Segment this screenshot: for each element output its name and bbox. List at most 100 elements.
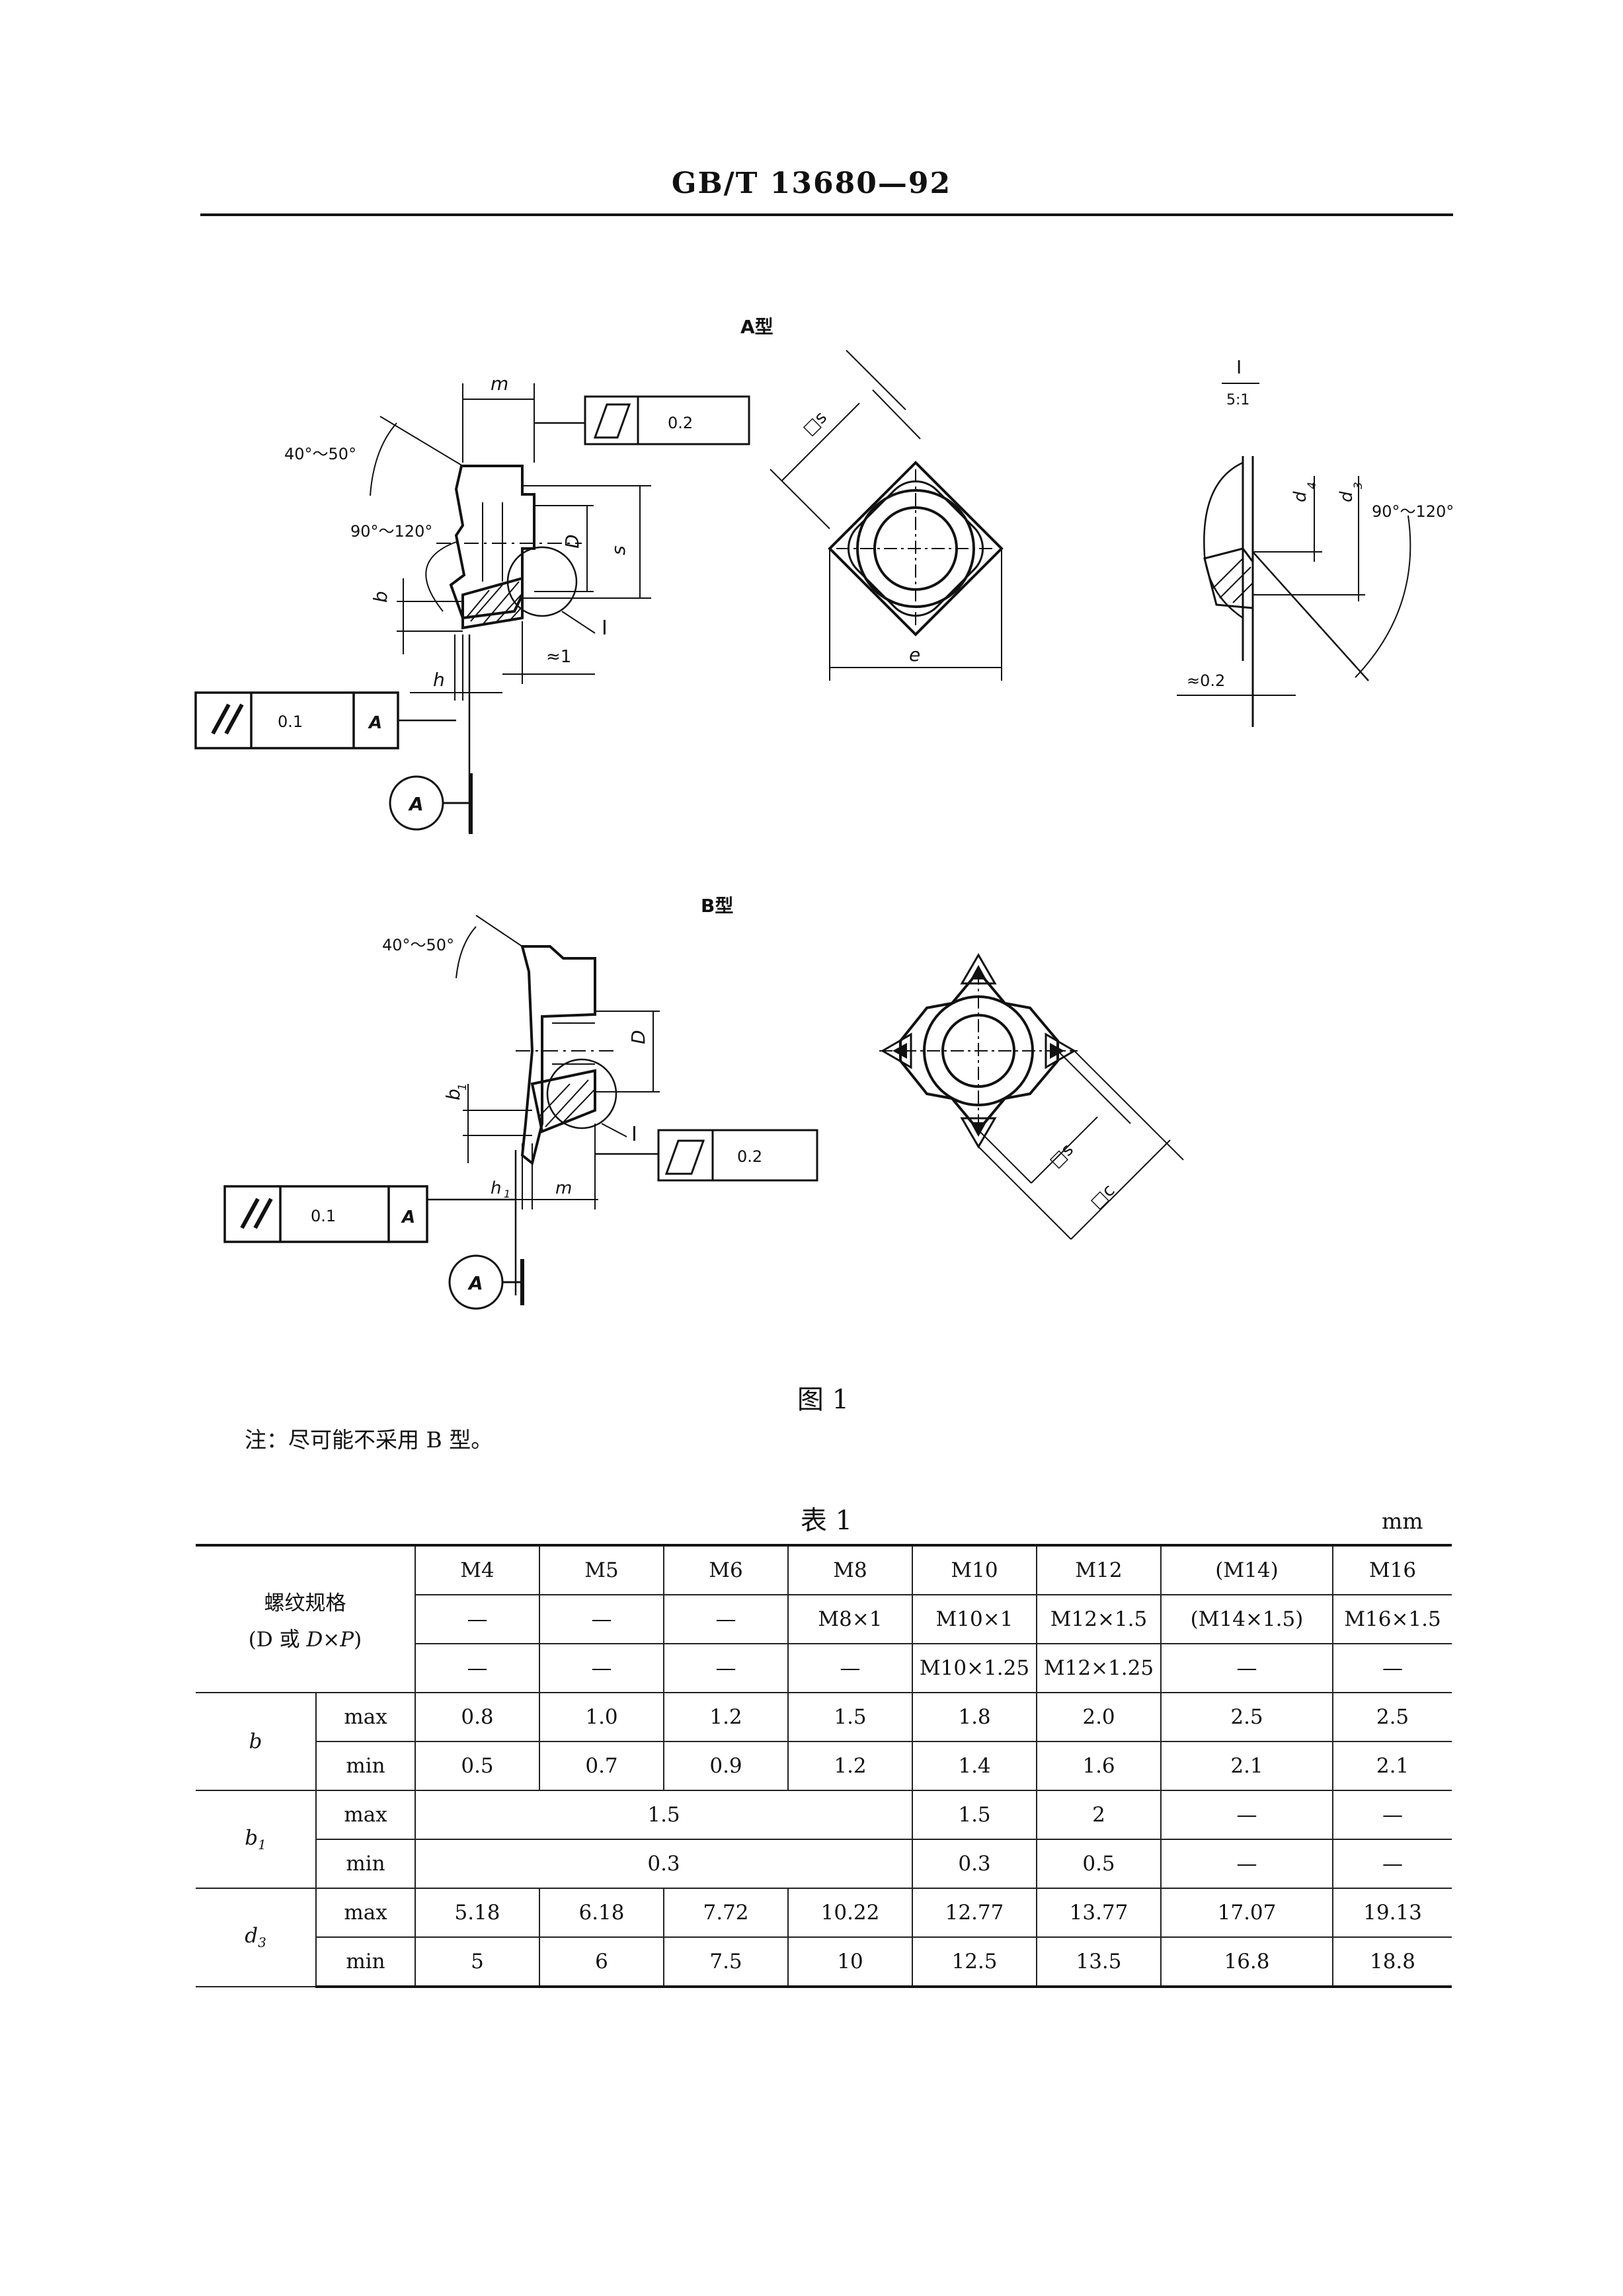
dim-b1: b xyxy=(442,1089,464,1100)
parallelism-frame-b xyxy=(223,1185,428,1243)
type-a-top-view: □s e xyxy=(770,350,1004,681)
table-cell: 1.5 xyxy=(912,1790,1037,1840)
dim-h1: h xyxy=(491,1178,501,1198)
table-cell: M16×1.5 xyxy=(1332,1594,1452,1644)
parallelism-symbol-icon xyxy=(211,703,231,735)
param-d3: d3 xyxy=(196,1888,317,1987)
table-cell: 17.07 xyxy=(1160,1888,1333,1938)
flatness-value-a: 0.2 xyxy=(668,414,693,432)
table-cell: 2.0 xyxy=(1036,1692,1162,1742)
flatness-symbol-b-icon xyxy=(664,1139,705,1175)
table-cell: 2.5 xyxy=(1160,1692,1333,1742)
figure-caption: 图 1 xyxy=(797,1385,850,1415)
angle-40-50-b: 40°～50° xyxy=(382,936,454,954)
dim-e-a: e xyxy=(909,644,920,666)
table-cell: M16 xyxy=(1332,1544,1452,1595)
table-cell: M12×1.25 xyxy=(1036,1643,1162,1693)
table-caption: 表 1 xyxy=(800,1506,853,1536)
table-cell: 0.7 xyxy=(539,1741,664,1791)
min-label: min xyxy=(315,1936,416,1988)
table-cell: M10 xyxy=(912,1544,1037,1595)
parallelism-symbol-b-icon xyxy=(240,1198,260,1229)
table-cell: 0.5 xyxy=(1036,1839,1162,1889)
spec-header: 螺纹规格 (D 或 D×P) xyxy=(196,1544,416,1693)
type-a-label: A型 xyxy=(740,316,773,338)
table-cell: M10×1.25 xyxy=(912,1643,1037,1693)
angle-40-50-a: 40°～50° xyxy=(284,445,356,463)
table-cell: M12×1.5 xyxy=(1036,1594,1162,1644)
detail-i-view: I 5:1 d 4 d 3 90°～120° ≈0.2 xyxy=(1177,356,1454,727)
table-row: — — — — M10×1.25 M12×1.25 — — xyxy=(196,1643,1452,1693)
table-cell: M12 xyxy=(1036,1544,1162,1595)
table-cell: 2.1 xyxy=(1332,1741,1452,1791)
table-row: b max 0.8 1.0 1.2 1.5 1.8 2.0 2.5 2.5 xyxy=(196,1692,1452,1791)
detail-i-callout: I xyxy=(602,617,608,640)
table-cell: 18.8 xyxy=(1332,1936,1452,1988)
max-label: max xyxy=(315,1888,416,1938)
table-cell: 7.72 xyxy=(663,1888,789,1938)
table-cell: 1.8 xyxy=(912,1692,1037,1742)
table-cell: 19.13 xyxy=(1332,1888,1452,1938)
datum-a-letter-b: A xyxy=(467,1272,483,1294)
table-cell: — xyxy=(415,1643,540,1693)
detail-i-callout-b: I xyxy=(631,1123,637,1146)
max-label: max xyxy=(315,1692,416,1742)
table-cell: 10 xyxy=(787,1936,913,1988)
angle-90-120-a: 90°～120° xyxy=(350,522,432,541)
flatness-value-b: 0.2 xyxy=(737,1147,762,1166)
dim-m-b: m xyxy=(555,1178,572,1198)
parallelism-datum-b: A xyxy=(401,1207,415,1227)
table-cell: 2 xyxy=(1036,1790,1162,1840)
dim-h1-sub: 1 xyxy=(504,1188,510,1200)
table-cell: M5 xyxy=(539,1544,664,1595)
table-cell: 0.9 xyxy=(663,1741,789,1791)
table-cell: — xyxy=(663,1643,789,1693)
table-cell: 1.2 xyxy=(787,1741,913,1791)
table-cell: 1.2 xyxy=(663,1692,789,1742)
table-cell: 1.5 xyxy=(415,1790,913,1840)
dim-s-a: s xyxy=(608,545,629,555)
table-cell: M8 xyxy=(787,1544,913,1595)
table-cell: 5.18 xyxy=(415,1888,540,1938)
table-cell: 13.77 xyxy=(1036,1888,1162,1938)
type-b-section-view: I D b 1 h 1 m 40°～50° 0.2 xyxy=(223,915,818,1310)
detail-scale: 5:1 xyxy=(1226,392,1249,408)
table-cell: 1.0 xyxy=(539,1692,664,1742)
table-cell: 13.5 xyxy=(1036,1936,1162,1988)
table-row: min 5 6 7.5 10 12.5 13.5 16.8 18.8 xyxy=(196,1936,1452,1988)
dim-box-s-b: □s xyxy=(1046,1140,1078,1172)
table-cell: — xyxy=(539,1594,664,1644)
table-cell: 0.8 xyxy=(415,1692,540,1742)
parallelism-value-b: 0.1 xyxy=(311,1207,336,1225)
datum-a-letter-a: A xyxy=(408,793,424,815)
type-a-hatch xyxy=(461,576,524,630)
table-cell: 0.3 xyxy=(912,1839,1037,1889)
min-label: min xyxy=(315,1839,416,1889)
table-cell: 12.5 xyxy=(912,1936,1037,1988)
header-rule xyxy=(200,213,1453,216)
table-cell: 0.5 xyxy=(415,1741,540,1791)
table-cell: 6 xyxy=(539,1936,664,1988)
standard-number: GB/T 13680—92 xyxy=(671,167,952,200)
dim-h-a: h xyxy=(433,669,445,691)
dim-approx1: ≈1 xyxy=(546,647,571,667)
type-b-label: B型 xyxy=(701,895,733,917)
table-cell: — xyxy=(539,1643,664,1693)
table-cell: — xyxy=(1332,1643,1452,1693)
dim-d3: d xyxy=(1337,491,1357,502)
parallelism-value-a: 0.1 xyxy=(278,712,303,731)
table-cell: — xyxy=(415,1594,540,1644)
table-cell: — xyxy=(663,1594,789,1644)
table-cell: — xyxy=(1160,1643,1333,1693)
dim-d-b: D xyxy=(627,1030,649,1044)
table-cell: 2.1 xyxy=(1160,1741,1333,1791)
table-cell: M6 xyxy=(663,1544,789,1595)
table-cell: 1.6 xyxy=(1036,1741,1162,1791)
max-label: max xyxy=(315,1790,416,1840)
table-cell: 5 xyxy=(415,1936,540,1988)
table-row: min 0.3 0.3 0.5 — — xyxy=(196,1839,1452,1889)
table-cell: (M14×1.5) xyxy=(1160,1594,1333,1644)
type-b-top-view: □s □c xyxy=(879,953,1184,1240)
table-cell: 16.8 xyxy=(1160,1936,1333,1988)
table-cell: M10×1 xyxy=(912,1594,1037,1644)
